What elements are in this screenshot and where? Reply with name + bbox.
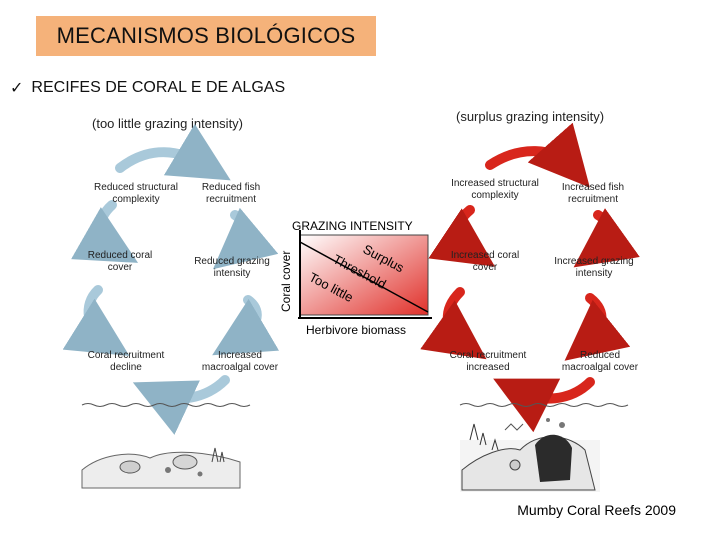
left-arrow-upper-right (212, 207, 279, 270)
label-text: Reduced structural complexity (94, 182, 178, 205)
label-text: Increased structural complexity (451, 178, 539, 201)
subtitle: ✓ RECIFES DE CORAL E DE ALGAS (10, 78, 285, 98)
label-text: Reduced fish recruitment (201, 182, 261, 205)
label-coral-recruitment-increased: Coral recruitment increased (436, 350, 540, 374)
label-reduced-coral-cover: Reduced coral cover (80, 250, 160, 274)
left-cycle-arrows (62, 123, 280, 435)
page-title-text: MECANISMOS BIOLÓGICOS (56, 23, 356, 48)
left-arrow-bottom (132, 375, 230, 435)
label-text: Coral recruitment increased (449, 350, 527, 373)
chart-gradient-box (299, 234, 429, 316)
citation: Mumby Coral Reefs 2009 (517, 502, 676, 518)
label-increased-coral-cover: Increased coral cover (440, 250, 530, 274)
right-arrow-upper-right (573, 208, 640, 268)
label-reduced-structural-complexity: Reduced structural complexity (84, 182, 188, 206)
label-text: Increased grazing intensity (554, 256, 634, 279)
right-arrow-bottom (493, 377, 595, 433)
right-arrow-lower-left (420, 287, 487, 360)
left-arrow-upper-left (71, 200, 139, 263)
left-arrow-top (115, 123, 231, 181)
label-coral-recruitment-decline: Coral recruitment decline (76, 350, 176, 374)
chart-title: GRAZING INTENSITY (292, 219, 413, 233)
label-text: Reduced macroalgal cover (561, 350, 639, 373)
label-text: Increased macroalgal cover (201, 350, 279, 373)
label-reduced-grazing-intensity: Reduced grazing intensity (186, 256, 278, 280)
right-arrow-lower-right (564, 293, 631, 361)
right-arrow-upper-left (428, 205, 495, 267)
label-increased-grazing-intensity: Increased grazing intensity (546, 256, 642, 280)
right-arrow-top (485, 122, 590, 188)
label-increased-fish-recruitment: Increased fish recruitment (548, 182, 638, 206)
page-title: MECANISMOS BIOLÓGICOS (36, 16, 376, 56)
chart-ylabel: Coral cover (279, 251, 293, 312)
subtitle-text: RECIFES DE CORAL E DE ALGAS (31, 79, 286, 96)
right-panel-title: (surplus grazing intensity) (456, 109, 605, 124)
label-text: Increased coral cover (450, 250, 520, 273)
label-reduced-fish-recruitment: Reduced fish recruitment (186, 182, 276, 206)
left-reef-illustration (81, 403, 251, 489)
chart-threshold-line (299, 241, 429, 313)
label-text: Increased fish recruitment (561, 182, 625, 205)
label-increased-macroalgal-cover: Increased macroalgal cover (190, 350, 290, 374)
left-arrow-lower-right (212, 295, 280, 356)
grazing-intensity-chart: GRAZING INTENSITY Coral cover Herbivore … (279, 219, 432, 337)
label-text: Reduced grazing intensity (194, 256, 270, 279)
chart-xlabel: Herbivore biomass (306, 323, 406, 337)
right-cycle-arrows (420, 122, 640, 433)
left-arrow-lower-left (62, 285, 130, 356)
label-increased-structural-complexity: Increased structural complexity (440, 178, 550, 202)
label-reduced-macroalgal-cover: Reduced macroalgal cover (552, 350, 648, 374)
label-text: Reduced coral cover (87, 250, 153, 273)
checkmark-icon: ✓ (10, 80, 24, 97)
right-reef-illustration (459, 403, 629, 492)
label-text: Coral recruitment decline (87, 350, 165, 373)
